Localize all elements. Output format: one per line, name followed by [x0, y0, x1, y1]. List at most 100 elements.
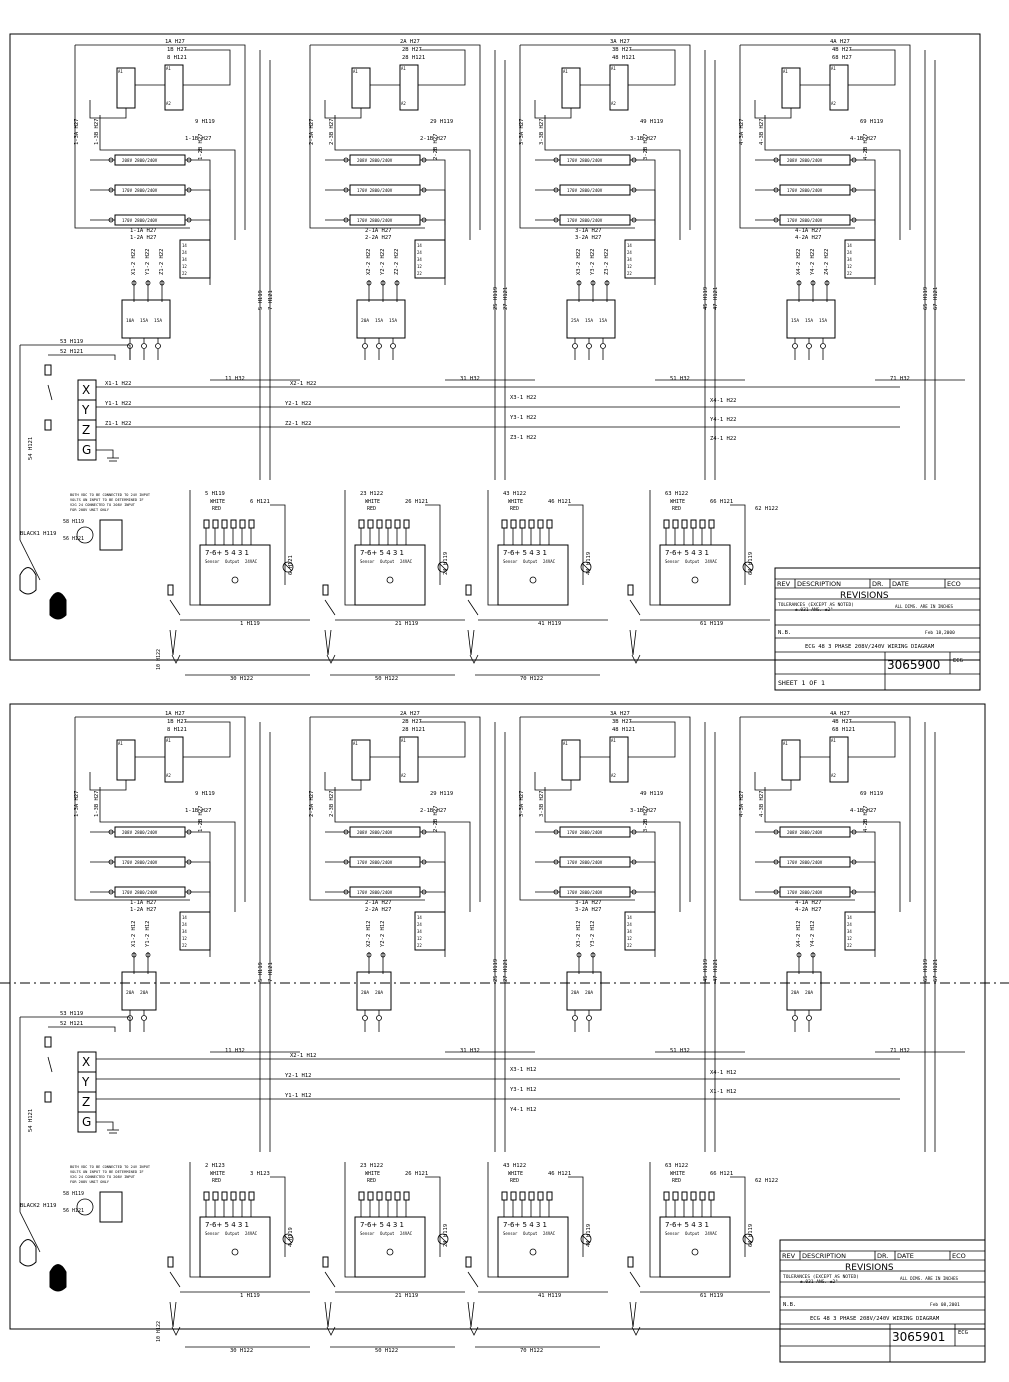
wire-label-top: 48 H121	[612, 55, 635, 61]
h122-label: 50 H122	[375, 1348, 398, 1354]
wire-label: TOLERANCES (EXCEPT AS NOTED)	[778, 602, 854, 608]
fuse-label: 15A	[375, 318, 383, 324]
terminal	[576, 952, 582, 958]
bus-label: X2-1 H12	[290, 1053, 317, 1059]
controller-indicator	[529, 576, 537, 584]
wire-label: 2-1A H27	[365, 900, 392, 906]
wire-label: 58 H119	[63, 519, 84, 525]
controller-indicator	[691, 1248, 699, 1256]
wire	[754, 100, 792, 119]
controller-pin	[699, 519, 706, 529]
controller-pin	[528, 519, 535, 529]
wire-label-top: 4A H27	[830, 39, 850, 45]
relay-box	[609, 736, 629, 783]
fuse-label: 15A	[805, 318, 813, 324]
heater-label: 170V 2800/240V	[787, 188, 823, 193]
wire-label-top: 4B H27	[832, 47, 852, 53]
wire-label: ALL DIMS. ARE IN INCHES	[895, 604, 953, 609]
contactor-box	[414, 911, 446, 951]
lamp-icon	[581, 562, 591, 572]
heater-terminal	[773, 889, 779, 895]
wire-label: Y4-2 H12	[810, 921, 816, 948]
wire-color-label: RED	[672, 506, 681, 512]
contactor-pin-label: 22	[417, 271, 422, 276]
wire-color-label: WHITE	[365, 1171, 380, 1177]
heater-terminal	[553, 157, 559, 163]
wire	[420, 861, 446, 927]
wire-label: Sensor	[360, 559, 375, 564]
wire-label: Feb 08,2001	[930, 1302, 960, 1308]
wire-label: 4-1A H27	[795, 228, 822, 234]
fan-outer-wire	[310, 716, 481, 902]
bus-label: Y2-1 H22	[285, 401, 312, 407]
contactor-pin-label: 14	[182, 915, 187, 920]
heater-terminal	[108, 187, 114, 193]
wire-label: N.B.	[778, 630, 791, 636]
transformer-box	[99, 519, 123, 551]
relay-pin-label: A1	[563, 741, 568, 746]
wire	[730, 504, 746, 585]
relay-box	[351, 739, 371, 781]
controller-terminal-row: 7-6+ 5 4 3 1	[360, 549, 404, 557]
controller-pin	[699, 1191, 706, 1201]
fuse-block	[786, 299, 836, 339]
wire-label: Sensor	[205, 1231, 220, 1236]
controller-pin	[528, 1191, 535, 1201]
h32-label: 51 H32	[670, 376, 690, 382]
wire-color-label: WHITE	[508, 499, 523, 505]
wire-label: 1-2B H27	[198, 134, 204, 161]
controller-pin	[663, 1191, 670, 1201]
terminal	[604, 280, 610, 286]
controller-terminal-row: 7-6+ 5 4 3 1	[503, 1221, 547, 1229]
contactor-pin-label: 14	[627, 915, 632, 920]
rev-header: DATE	[892, 580, 909, 588]
ground-symbol	[326, 654, 336, 664]
wire	[850, 891, 876, 957]
wire-label-top: 4A H27	[830, 711, 850, 717]
ground-symbol	[171, 1326, 181, 1336]
contactor-pin-label: 22	[417, 943, 422, 948]
heater-label: 170V 2800/240V	[357, 218, 393, 223]
wire	[848, 721, 896, 758]
wire	[183, 49, 231, 86]
fuse-label: 15A	[819, 318, 827, 324]
fan-outer-wire	[740, 44, 911, 230]
wire	[425, 1176, 441, 1257]
wire-label: 1-1A H27	[130, 228, 157, 234]
controller-pin	[239, 519, 246, 529]
wire-label: 24VAC	[400, 559, 413, 564]
controller-pin	[230, 1191, 237, 1201]
fuse-label: 20A	[791, 990, 799, 996]
relay-box	[164, 64, 184, 111]
terminal	[810, 280, 816, 286]
wire-label: Output	[523, 1231, 538, 1236]
transformer-box	[99, 1191, 123, 1223]
heater-terminal	[421, 157, 427, 163]
controller-pin	[708, 1191, 715, 1201]
lamp-icon	[580, 1233, 592, 1245]
wire-label: 63 H122	[665, 491, 688, 497]
fuse-label: 15A	[154, 318, 162, 324]
wire	[487, 1162, 568, 1278]
fuse-block	[566, 971, 602, 1011]
wire-label: Y2-2 H22	[380, 249, 386, 276]
wire-label: 2-2A H27	[365, 907, 392, 913]
fuse-terminal	[362, 1015, 368, 1021]
heater-terminal	[773, 217, 779, 223]
wire-label: 1-1B H27	[185, 808, 212, 814]
wire	[185, 891, 211, 957]
heater-label: 170V 2800/240V	[787, 890, 823, 895]
h119-label: 41 H119	[538, 1293, 561, 1299]
wire-label: 54 H121	[28, 437, 34, 460]
wire	[487, 490, 568, 606]
switch-contact	[167, 1256, 174, 1268]
fuse-icon	[629, 1301, 637, 1328]
wire-label: 4-3A H27	[739, 791, 745, 818]
wire-label: Y1-2 H22	[145, 249, 151, 276]
wire-label: 47 H121	[713, 959, 719, 982]
wire-label: Sensor	[503, 559, 518, 564]
heater-terminal	[773, 157, 779, 163]
heater-terminal	[553, 217, 559, 223]
fuse-label: 15A	[599, 318, 607, 324]
fuse-label: 15A	[791, 318, 799, 324]
